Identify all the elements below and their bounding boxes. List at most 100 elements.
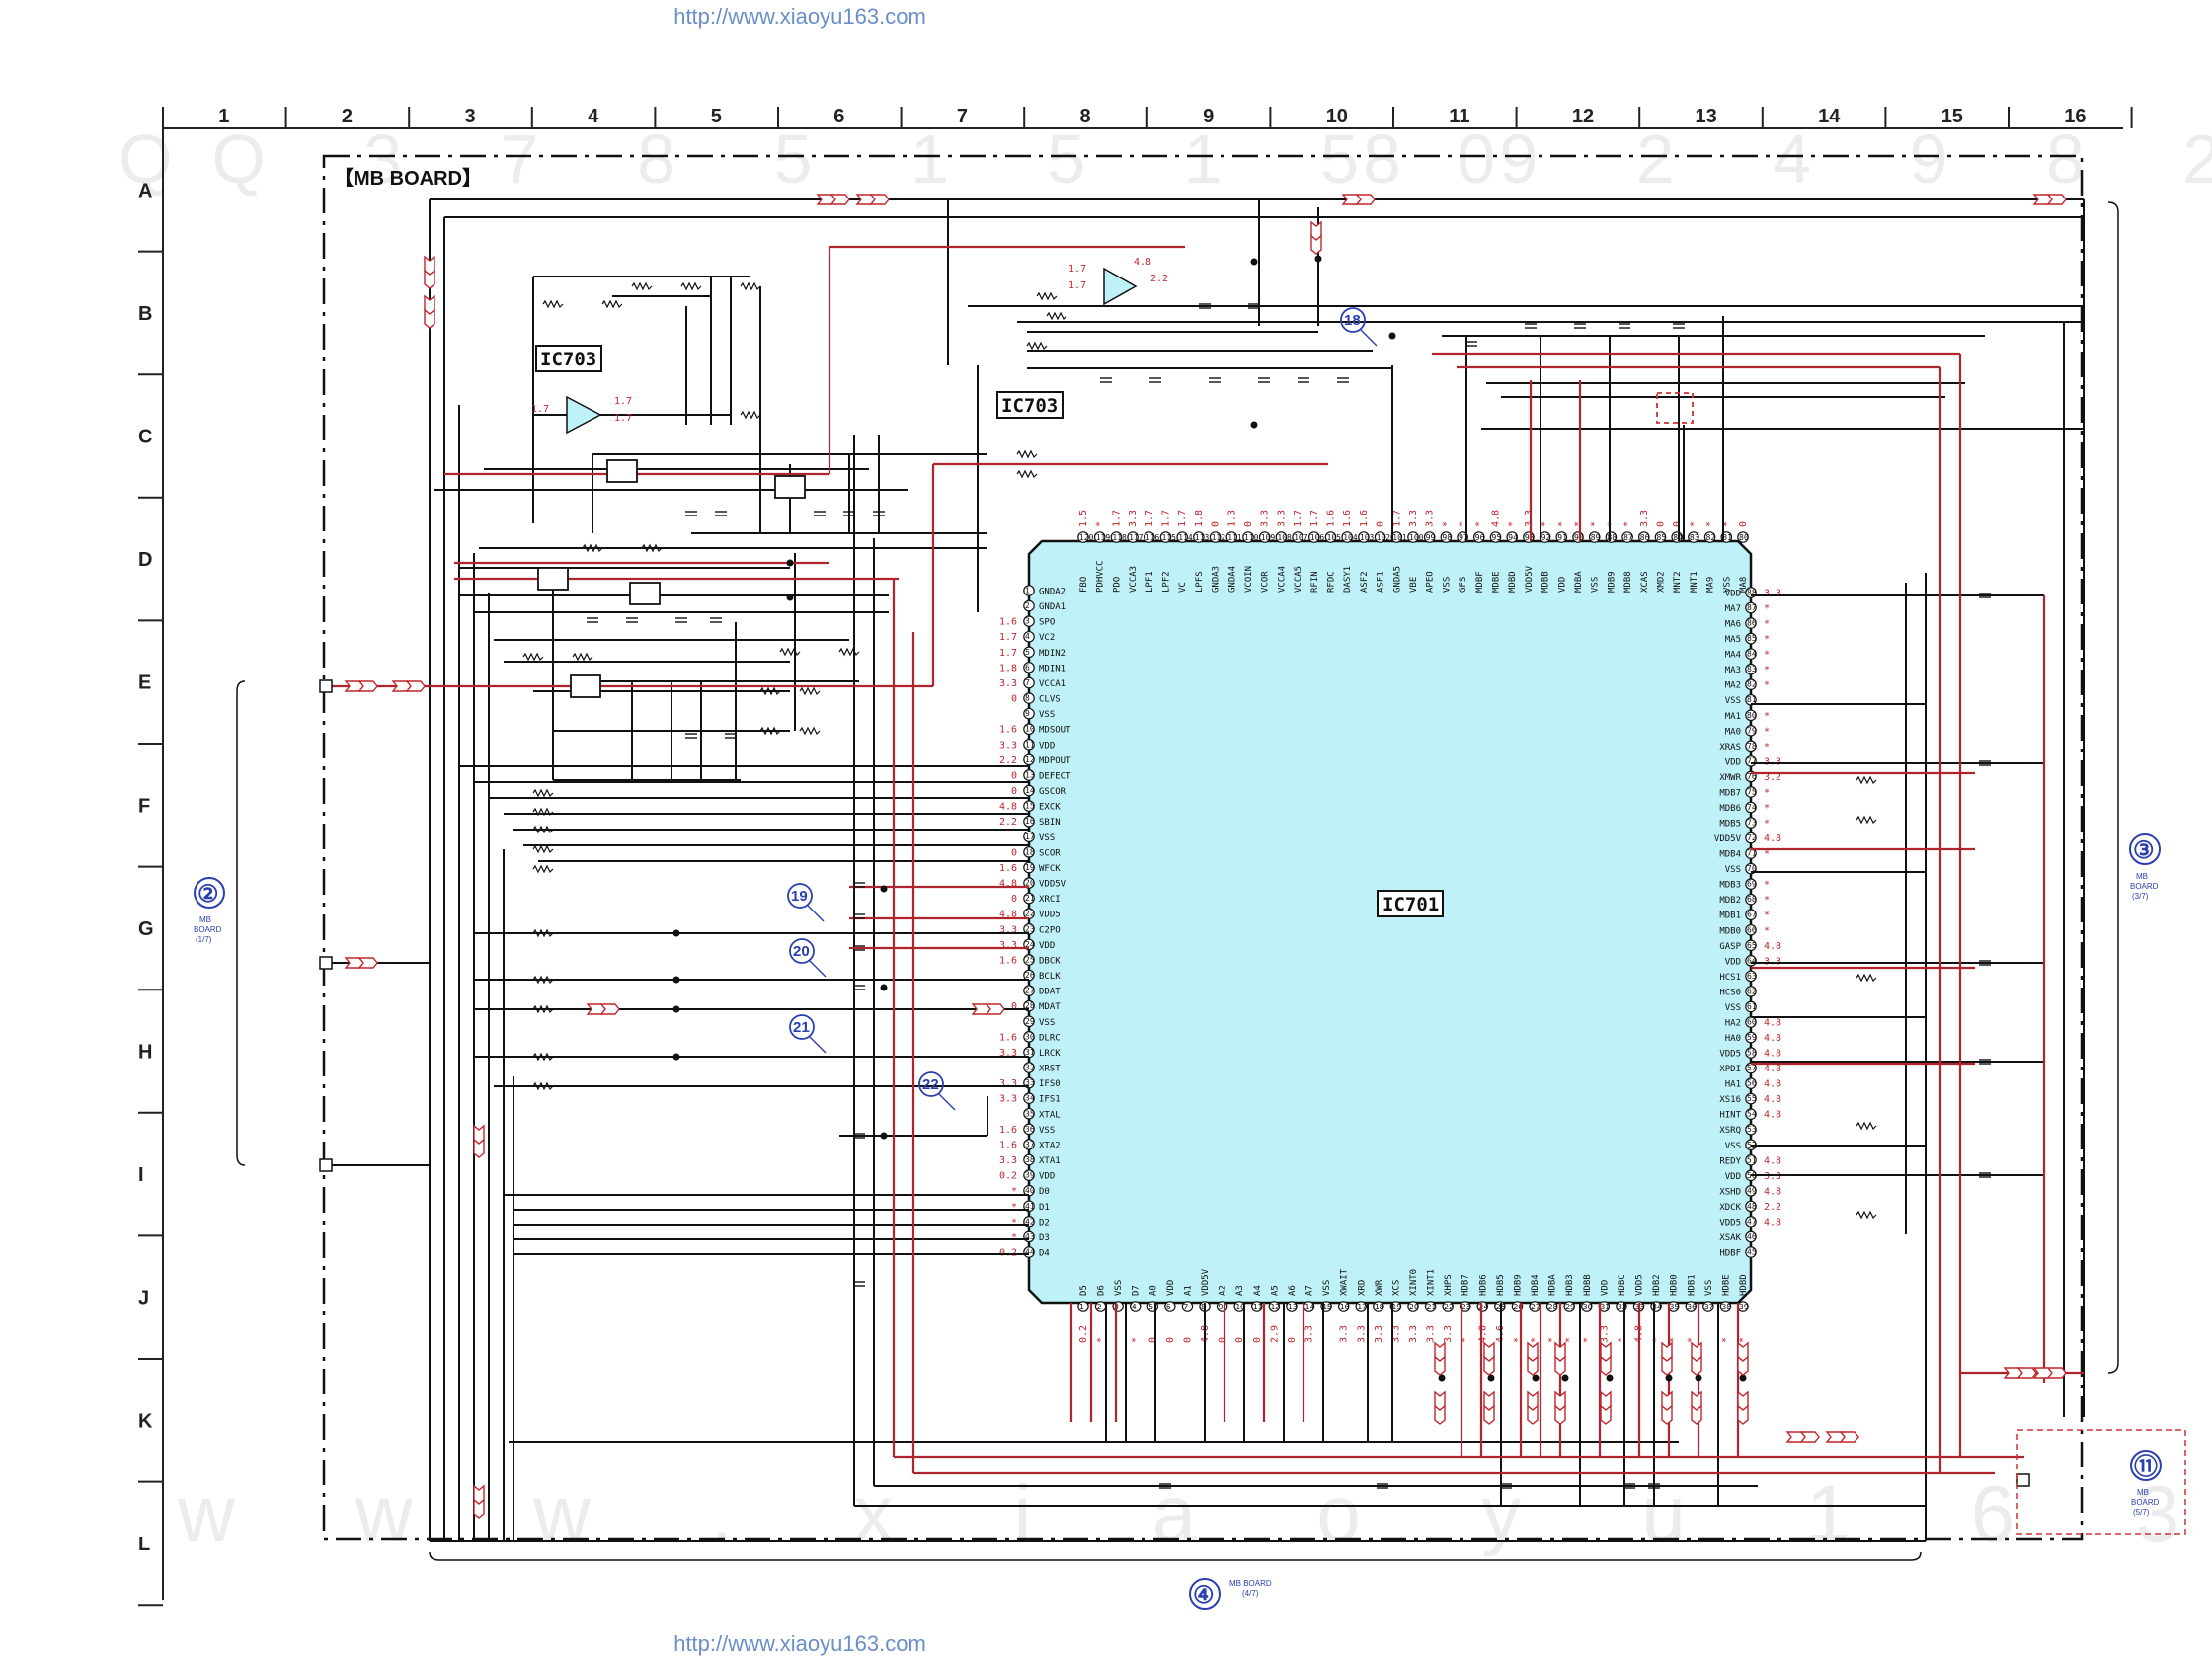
column-label: 10 <box>1326 106 1348 127</box>
pin-voltage: 0 <box>1287 1337 1298 1343</box>
pin-label: XMD2 <box>1657 571 1667 593</box>
pin-number: 88 <box>1607 533 1617 542</box>
pin-label: HA2 <box>1725 1018 1741 1028</box>
pin-label: A1 <box>1183 1285 1193 1296</box>
pin-voltage: * <box>1720 1337 1731 1343</box>
pin-label: IFS1 <box>1039 1095 1061 1105</box>
pin-marker <box>1023 585 1035 596</box>
pin-marker <box>1023 1062 1035 1073</box>
passive-components <box>522 255 1991 1489</box>
black-traces <box>326 198 2085 1542</box>
pin-voltage: 0.2 <box>1078 1325 1089 1343</box>
pin-number: 36 <box>1025 1125 1035 1134</box>
pin-number: 14 <box>1305 1303 1315 1311</box>
svg-text:BOARD: BOARD <box>194 925 222 934</box>
pin-number: 32 <box>1618 1303 1627 1311</box>
pin-label: LRCK <box>1039 1049 1061 1059</box>
pin-voltage: * <box>1441 521 1452 527</box>
pin-number: 57 <box>1747 1064 1757 1072</box>
pin-label: VSS <box>1704 1280 1714 1296</box>
svg-text:(4/7): (4/7) <box>1242 1589 1259 1598</box>
pin-voltage: * <box>1738 1337 1749 1343</box>
pin-label: D5 <box>1079 1285 1089 1296</box>
pin-number: 24 <box>1478 1303 1488 1311</box>
pin-voltage: 1.7 <box>1391 510 1402 527</box>
pin-label: FBO <box>1079 577 1089 593</box>
pin-marker <box>1374 531 1386 543</box>
header-url[interactable]: http://www.xiaoyu163.com <box>673 4 926 29</box>
pin-voltage: 0 <box>1211 521 1222 527</box>
svg-text:⑪: ⑪ <box>2134 1453 2158 1480</box>
pin-number: 37 <box>1704 1303 1714 1311</box>
pin-voltage: 1.6 <box>1359 510 1370 527</box>
pin-marker <box>1023 1153 1035 1166</box>
column-label: 6 <box>833 106 844 127</box>
pin-voltage: * <box>1131 1337 1142 1343</box>
pin-number: 72 <box>1747 833 1757 842</box>
pin-number: 5 <box>1025 648 1030 657</box>
pin-voltage: 4.8 <box>999 879 1017 890</box>
pin-marker <box>1745 1108 1757 1120</box>
pin-label: SCOR <box>1039 848 1061 858</box>
pin-number: 23 <box>1025 924 1035 933</box>
pin-marker <box>1506 531 1518 543</box>
pin-number: 3 <box>1025 617 1030 626</box>
pin-label: XWAIT <box>1340 1268 1350 1296</box>
pin-marker <box>1555 531 1568 543</box>
pin-voltage: 4.8 <box>1764 833 1781 844</box>
pin-label: HDB2 <box>1652 1274 1662 1296</box>
pin-voltage: * <box>1011 1232 1017 1243</box>
pin-label: BCLK <box>1039 972 1061 982</box>
pin-marker <box>1023 599 1035 612</box>
pin-voltage: 3.3 <box>1408 1325 1419 1343</box>
footer-url[interactable]: http://www.xiaoyu163.com <box>673 1631 926 1656</box>
pin-number: 12 <box>1025 755 1035 764</box>
pin-voltage: 4.8 <box>999 802 1017 813</box>
pin-label: VDD5 <box>1719 1050 1741 1060</box>
pin-label: XMWR <box>1719 773 1741 783</box>
pin-marker <box>1688 531 1699 543</box>
pin-marker <box>1077 1301 1089 1312</box>
pin-number: 35 <box>1025 1109 1035 1118</box>
pin-voltage: 1.6 <box>999 1125 1017 1136</box>
row-label: E <box>138 673 151 694</box>
pin-voltage: 1.5 <box>1078 510 1089 527</box>
pin-voltage: * <box>1556 521 1567 527</box>
pin-voltage: 4.8 <box>1764 1064 1781 1074</box>
pin-marker <box>1193 531 1205 543</box>
amp-left-out1-volt: 1.7 <box>614 396 632 407</box>
pin-number: 26 <box>1025 971 1035 980</box>
pin-marker <box>1023 784 1035 797</box>
svg-text:④: ④ <box>1193 1582 1215 1609</box>
pin-marker <box>1023 815 1035 828</box>
pin-label: MDBF <box>1475 571 1485 593</box>
pin-voltage: 2.2 <box>999 755 1017 766</box>
pin-voltage: 3.3 <box>999 940 1017 951</box>
pin-number: 34 <box>1652 1303 1662 1311</box>
pin-number: 118 <box>1112 533 1127 542</box>
pin-voltage: 0 <box>1738 521 1749 527</box>
pin-voltage: * <box>1011 1186 1017 1197</box>
pin-marker <box>1110 531 1123 543</box>
pin-voltage: 0 <box>1218 1337 1228 1343</box>
pin-marker <box>1745 832 1757 844</box>
pin-label: MA4 <box>1725 651 1741 661</box>
pin-voltage: 1.3 <box>1226 510 1237 527</box>
pin-marker <box>1745 878 1757 890</box>
pin-label: XCAS <box>1640 571 1650 593</box>
pin-label: VDD <box>1039 1172 1055 1182</box>
pin-voltage: 3.3 <box>999 1048 1017 1059</box>
pin-label: MA0 <box>1725 727 1741 737</box>
pin-voltage: * <box>1764 849 1770 860</box>
pin-number: 110 <box>1244 533 1259 542</box>
pin-label: MA7 <box>1725 604 1741 614</box>
pin-voltage: * <box>1547 1337 1558 1343</box>
pin-number: 58 <box>1747 1049 1757 1058</box>
column-label: 5 <box>711 106 722 127</box>
pin-number: 37 <box>1025 1140 1035 1148</box>
pin-label: VSS <box>1039 1126 1055 1136</box>
pin-voltage: 0 <box>1252 1337 1263 1343</box>
pin-number: 43 <box>1025 1232 1035 1241</box>
pin-marker <box>1023 892 1035 905</box>
